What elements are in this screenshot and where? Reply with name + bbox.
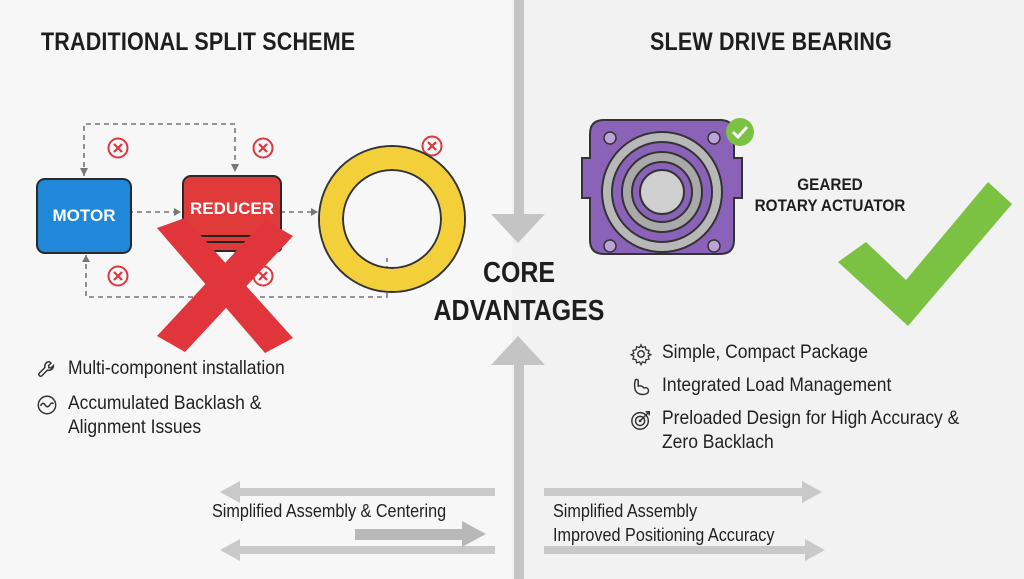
gear-icon [629,343,653,367]
right-title: SLEW DRIVE BEARING [650,28,893,56]
bottom-left-label: Simplified Assembly & Centering [212,501,447,521]
right-feature-1-text: Simple, Compact Package [662,342,868,363]
motor-label: MOTOR [52,206,116,225]
check-icon [838,182,1012,326]
wave-icon [37,395,57,415]
right-feature-1: Simple, Compact Package [629,341,886,367]
actuator-label: GEARED ROTARY ACTUATOR [749,174,911,216]
core-advantages-label: CORE ADVANTAGES [420,254,618,330]
motor-box: MOTOR [36,178,132,254]
actuator-label-line-1: GEARED [797,175,863,194]
arm-icon [633,378,650,396]
reducer-label: REDUCER [189,198,275,218]
wrench-icon [38,361,55,377]
bottom-right-label-2: Improved Positioning Accuracy [553,525,775,545]
left-feature-1: Multi-component installation [36,357,304,381]
right-feature-3: Preloaded Design for High Accuracy & Zer… [630,407,985,455]
bottom-right-label-1: Simplified Assembly [553,501,698,521]
x-icon-3 [421,135,443,157]
actuator-graphic [581,119,743,255]
x-icon-4 [107,265,129,287]
target-icon [631,411,650,430]
right-feature-3-line-2: Zero Backlach [662,432,774,453]
right-feature-2-text: Integrated Load Management [662,375,892,396]
core-label-line-1: CORE [482,257,556,289]
left-feature-2-line-1: Accumulated Backlash & [68,393,262,414]
x-icon-1 [107,137,129,159]
check-small-icon [726,118,754,146]
left-feature-1-text: Multi-component installation [68,358,285,379]
right-feature-3-line-1: Preloaded Design for High Accuracy & [662,408,960,429]
right-feature-2: Integrated Load Management [630,374,911,398]
left-title: TRADITIONAL SPLIT SCHEME [41,28,356,56]
left-feature-2-line-2: Alignment Issues [68,417,202,438]
x-icon-2 [252,137,274,159]
core-label-line-2: ADVANTAGES [433,295,605,327]
actuator-label-line-2: ROTARY ACTUATOR [754,196,906,215]
left-feature-2: Accumulated Backlash & Alignment Issues [36,392,278,440]
cross-icon [157,218,293,353]
left-panel [0,0,512,579]
